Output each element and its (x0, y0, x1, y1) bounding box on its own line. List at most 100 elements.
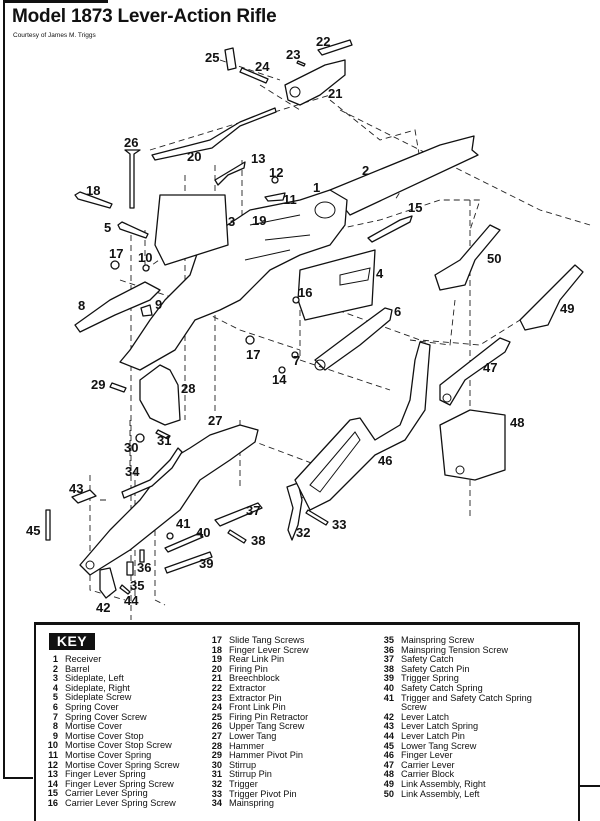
key-entry-name: Lever Latch (401, 711, 450, 722)
extractor-pin (296, 60, 306, 67)
trigger-spring (164, 551, 213, 574)
label-15: 15 (408, 200, 422, 215)
carrier-lever-hole (442, 393, 452, 403)
key-entry-name: Mortise Cover Stop Screw (65, 740, 172, 751)
key-entry-name: Firing Pin Retractor (229, 711, 309, 722)
key-entry-number: 43 (383, 721, 394, 732)
key-entry-name: Front Link Pin (229, 702, 286, 713)
key-entry-number: 3 (52, 673, 58, 684)
label-44: 44 (124, 593, 139, 608)
key-entry-number: 30 (211, 759, 222, 770)
key-entry-number: 18 (211, 644, 222, 655)
key-entry-name: Finger Lever (401, 750, 453, 761)
label-2: 2 (362, 163, 369, 178)
key-entry-number: 36 (383, 644, 394, 655)
key-entry-number: 40 (383, 682, 394, 693)
key-entry-number: 23 (211, 692, 222, 703)
key-entry-name: Carrier Block (401, 769, 455, 780)
carrier-block-hole (455, 465, 465, 475)
label-46: 46 (378, 453, 392, 468)
key-entry-name: Receiver (65, 654, 102, 664)
label-20: 20 (187, 149, 201, 164)
label-39: 39 (199, 556, 213, 571)
stirrup-pin (155, 429, 171, 440)
part-labels: 1 2 3 4 5 6 7 8 9 10 11 12 13 14 15 16 1… (26, 34, 574, 615)
label-8: 8 (78, 298, 85, 313)
carrier-lever-spring-screw (292, 296, 300, 304)
stirrup (135, 433, 145, 443)
key-entry-number: 15 (47, 788, 58, 799)
slide-tang-screw-2 (245, 335, 255, 345)
mortise-cover-spring (264, 192, 286, 202)
lever-latch-spring (71, 489, 97, 504)
sideplate-right (297, 249, 376, 321)
key-entry-number: 5 (52, 692, 58, 703)
key-entry-number: 17 (211, 635, 222, 645)
key-entry-name: Spring Cover Screw (65, 711, 147, 722)
key-entry-number: 38 (383, 663, 394, 674)
key-entry-name: Lower Tang (229, 730, 277, 741)
firing-pin-retractor (224, 47, 237, 71)
key-entry-number: 50 (383, 788, 394, 799)
label-1: 1 (313, 180, 320, 195)
safety-catch-spring (164, 532, 204, 553)
trigger-pivot-pin (305, 509, 329, 526)
page-title: Model 1873 Lever-Action Rifle (12, 6, 277, 27)
key-entry-name: Mortise Cover (65, 721, 123, 732)
page-frame-left (3, 0, 5, 779)
key-entry-name: Trigger (229, 778, 258, 789)
key-entry-name: Safety Catch Pin (401, 663, 470, 674)
receiver (119, 189, 348, 371)
mainspring-screw (126, 561, 134, 576)
label-23: 23 (286, 47, 300, 62)
front-link-pin (239, 67, 269, 84)
key-entry-name: Hammer Pivot Pin (229, 750, 304, 761)
link-assembly-left (434, 224, 501, 291)
finger-lever-loop (309, 431, 361, 493)
label-28: 28 (181, 381, 195, 396)
safety-catch-pin (227, 529, 247, 544)
label-5: 5 (104, 220, 111, 235)
label-4: 4 (376, 266, 384, 281)
label-19: 19 (252, 213, 266, 228)
key-entry-number: 42 (383, 711, 394, 722)
key-entry: Screw (377, 703, 532, 713)
label-18: 18 (86, 183, 100, 198)
key-entry-number: 4 (52, 682, 58, 693)
key-entry-name: Trigger and Safety Catch Spring (401, 692, 532, 703)
label-6: 6 (394, 304, 401, 319)
carrier-lever (439, 337, 511, 406)
spring-cover (314, 307, 393, 371)
key-entry-name: Link Assembly, Left (401, 788, 480, 799)
label-35: 35 (130, 578, 144, 593)
key-entry: 8 Mortise Cover (41, 722, 179, 732)
key-entry-number: 16 (47, 797, 58, 808)
key-entry-number: 8 (52, 721, 58, 732)
key-entry-number: 2 (52, 663, 58, 674)
key-entry-number: 44 (383, 730, 394, 741)
key-entry-name: Slide Tang Screws (229, 635, 305, 645)
sideplate-left (154, 194, 229, 266)
breechblock-hole (289, 86, 301, 98)
key-entry-name: Carrier Lever Spring Screw (65, 797, 176, 808)
key-entry-number: 14 (47, 778, 58, 789)
label-32: 32 (296, 525, 310, 540)
